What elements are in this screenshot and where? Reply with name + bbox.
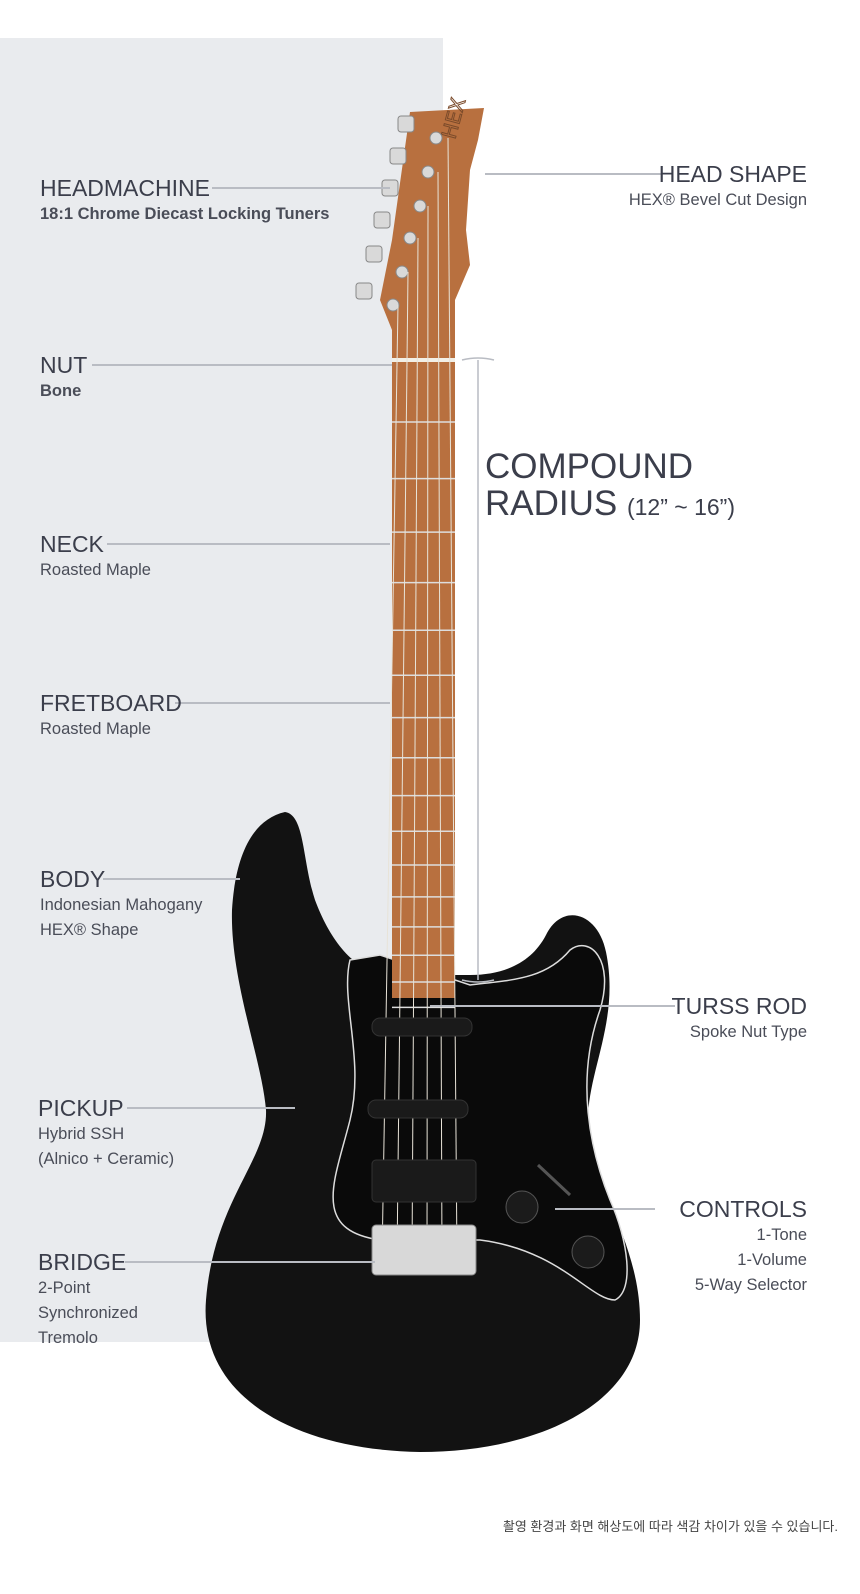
spec-value: HEX® Shape [40,921,139,939]
leader-truss-rod [430,1005,675,1007]
spec-title: PICKUP [38,1095,124,1121]
spec-title: TURSS ROD [671,993,807,1019]
spec-value: HEX® Bevel Cut Design [628,191,807,209]
spec-value: 1-Volume [737,1251,807,1269]
leader-fretboard [175,702,390,704]
leader-controls [555,1208,655,1210]
pickup-neck [371,1017,473,1037]
volume-knob [505,1190,539,1224]
leader-bridge [125,1261,375,1263]
spec-value: Tremolo [38,1329,98,1347]
radius-bracket [461,357,495,983]
spec-bridge: BRIDGE 2-Point Synchronized Tremolo [38,1248,138,1351]
spec-headmachine: HEADMACHINE 18:1 Chrome Diecast Locking … [40,174,329,227]
leader-pickup [127,1107,295,1109]
compound-radius-callout: COMPOUND RADIUS (12” ~ 16”) [485,448,735,526]
spec-value: (Alnico + Ceramic) [38,1150,175,1168]
color-disclaimer: 촬영 환경과 화면 해상도에 따라 색감 차이가 있을 수 있습니다. [502,1519,838,1534]
leader-body [103,878,240,880]
bridge [371,1224,477,1276]
spec-body: BODY Indonesian Mahogany HEX® Shape [40,865,202,943]
selector [536,1163,572,1197]
leader-neck [107,543,390,545]
spec-title: NECK [40,531,104,557]
spec-title: FRETBOARD [40,690,182,716]
spec-nut: NUT Bone [40,351,87,404]
spec-title: BODY [40,866,106,892]
spec-value: Hybrid SSH [38,1125,125,1143]
spec-title: BRIDGE [38,1249,127,1275]
radius-line2: RADIUS [485,484,618,523]
pickup-bridge [371,1159,477,1203]
spec-title: HEADMACHINE [40,175,210,201]
spec-value: Synchronized [38,1304,138,1322]
spec-truss-rod: TURSS ROD Spoke Nut Type [672,992,807,1045]
spec-value: Spoke Nut Type [689,1023,807,1041]
radius-range: (12” ~ 16”) [626,494,735,520]
nut [392,358,455,362]
spec-value: Roasted Maple [40,720,151,738]
tuners [355,115,443,312]
radius-line1: COMPOUND [485,447,694,486]
spec-controls: CONTROLS 1-Tone 1-Volume 5-Way Selector [679,1195,807,1298]
spec-neck: NECK Roasted Maple [40,530,151,583]
headstock [380,108,484,358]
spec-value: Roasted Maple [40,561,151,579]
spec-title: HEAD SHAPE [658,161,807,187]
spec-title: NUT [40,352,88,378]
spec-value: Indonesian Mahogany [40,896,203,914]
spec-title: CONTROLS [679,1196,807,1222]
spec-head-shape: HEAD SHAPE HEX® Bevel Cut Design [629,160,807,213]
spec-pickup: PICKUP Hybrid SSH (Alnico + Ceramic) [38,1094,174,1172]
pickup-middle [367,1099,469,1119]
spec-fretboard: FRETBOARD Roasted Maple [40,689,182,742]
tone-knob [571,1235,605,1269]
spec-value: 18:1 Chrome Diecast Locking Tuners [40,205,330,223]
neck [392,358,455,998]
frets [392,421,455,1009]
leader-headmachine [212,187,390,189]
spec-value: 1-Tone [756,1226,807,1244]
spec-value: 5-Way Selector [694,1276,807,1294]
spec-value: 2-Point [38,1279,91,1297]
leader-head-shape [485,173,661,175]
spec-value: Bone [40,382,82,400]
leader-nut [92,364,392,366]
